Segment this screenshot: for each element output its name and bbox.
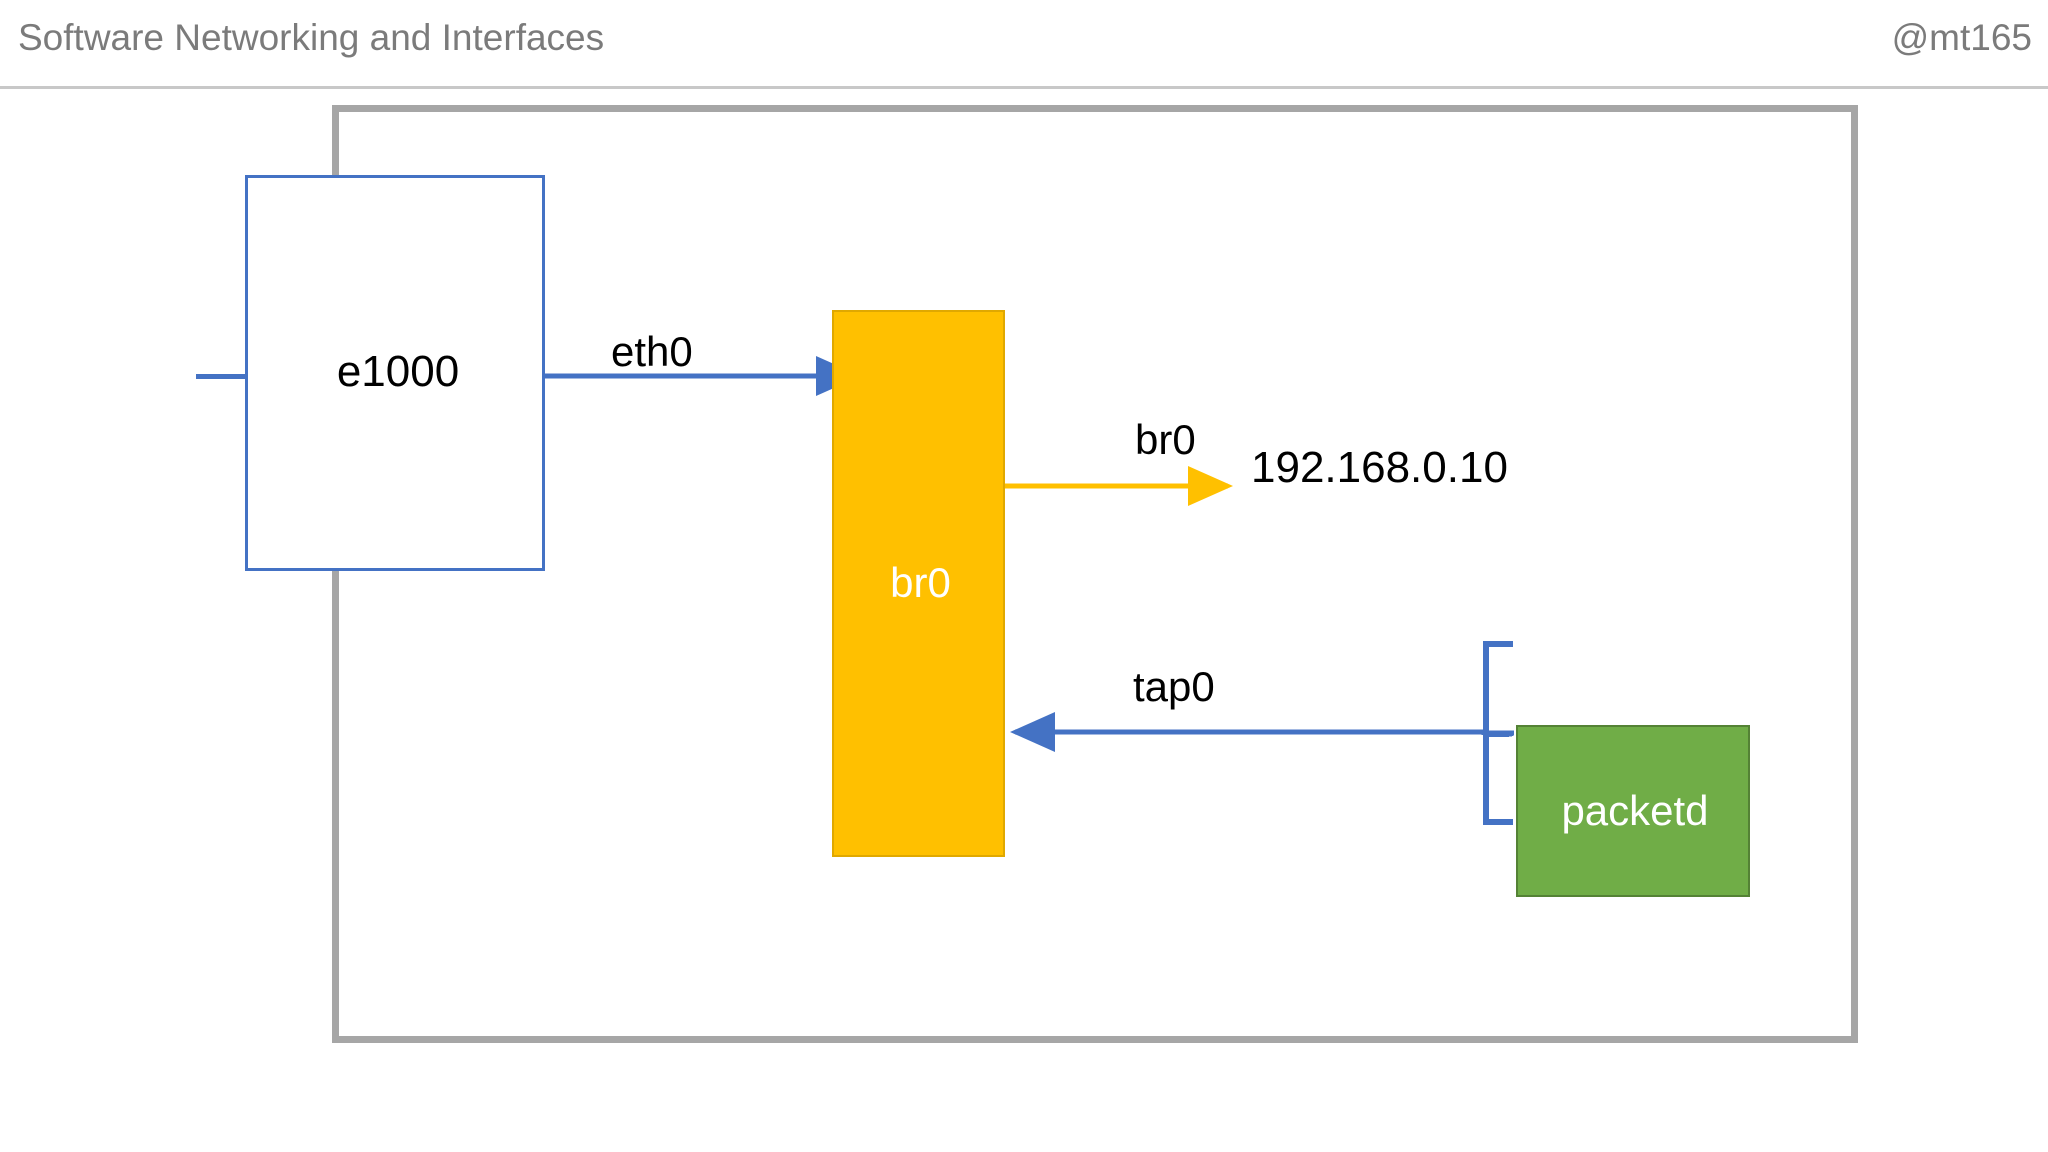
node-br0-label: br0 — [890, 559, 951, 606]
nic-external-wire — [196, 374, 250, 379]
edge-label-br0: br0 — [1135, 416, 1196, 463]
page-title: Software Networking and Interfaces — [18, 17, 605, 58]
node-br0[interactable]: br0 — [832, 310, 1005, 857]
edge-label-tap0: tap0 — [1133, 663, 1215, 710]
node-e1000-label: e1000 — [336, 347, 460, 396]
page-header: Software Networking and Interfaces @mt16… — [0, 0, 2048, 89]
edge-label-eth0: eth0 — [611, 328, 693, 375]
node-e1000[interactable]: e1000 — [245, 175, 545, 571]
node-packetd[interactable]: packetd — [1516, 725, 1750, 897]
node-packetd-label: packetd — [1561, 787, 1709, 834]
annotation-ip-address: 192.168.0.10 — [1251, 443, 1508, 492]
header-divider — [0, 86, 2048, 89]
network-diagram: e1000 br0 packetd eth0 br0 tap0 192.168.… — [0, 89, 2048, 1152]
host-boundary-container — [332, 105, 1858, 1043]
author-handle: @mt165 — [1891, 17, 2032, 58]
